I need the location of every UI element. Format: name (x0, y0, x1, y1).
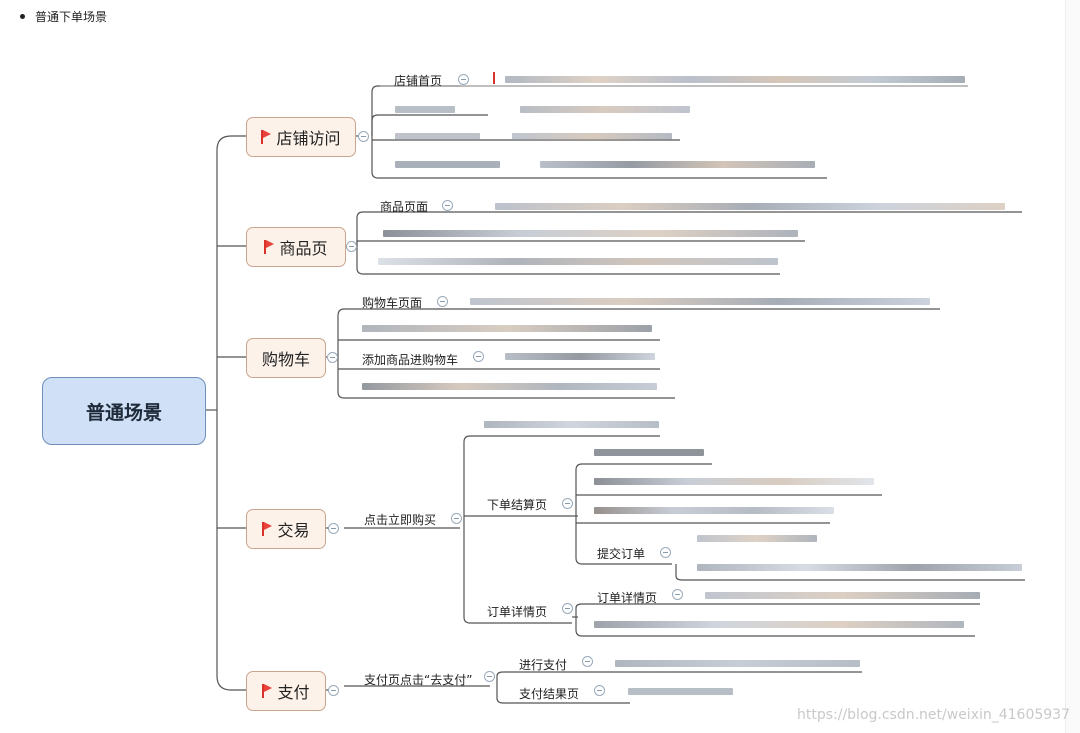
label-buy-now[interactable]: 点击立即购买 (364, 513, 437, 527)
branch-cart-label: 购物车 (261, 350, 310, 369)
label-checkout-page[interactable]: 下单结算页 (487, 498, 548, 512)
flag-icon (261, 130, 272, 144)
collapse-toggle-icon[interactable] (358, 131, 369, 142)
branch-trade-label: 交易 (277, 521, 310, 540)
collapse-toggle-icon[interactable] (346, 241, 357, 252)
collapse-toggle-icon[interactable] (458, 74, 469, 85)
collapse-toggle-icon[interactable] (562, 603, 573, 614)
scrollbar[interactable] (1065, 0, 1080, 733)
branch-trade[interactable]: 交易 (246, 509, 326, 549)
flag-icon (493, 72, 495, 84)
collapse-toggle-icon[interactable] (327, 352, 338, 363)
label-order-detail[interactable]: 订单详情页 (487, 605, 548, 619)
root-label: 普通场景 (85, 401, 162, 424)
label-product-page[interactable]: 商品页面 (380, 200, 429, 214)
collapse-toggle-icon[interactable] (451, 513, 462, 524)
branch-product-page[interactable]: 商品页 (246, 227, 346, 267)
label-cart-page[interactable]: 购物车页面 (362, 296, 423, 310)
collapse-toggle-icon[interactable] (473, 351, 484, 362)
collapse-toggle-icon[interactable] (437, 296, 448, 307)
root-node[interactable]: 普通场景 (42, 377, 206, 445)
label-add-to-cart[interactable]: 添加商品进购物车 (362, 353, 459, 367)
collapse-toggle-icon[interactable] (328, 523, 339, 534)
label-order-detail-page[interactable]: 订单详情页 (597, 591, 658, 605)
branch-pay-label: 支付 (277, 683, 310, 702)
collapse-toggle-icon[interactable] (442, 200, 453, 211)
branch-product-label: 商品页 (279, 239, 328, 258)
collapse-toggle-icon[interactable] (660, 547, 671, 558)
label-submit-order[interactable]: 提交订单 (597, 547, 646, 561)
flag-icon (262, 522, 273, 536)
collapse-toggle-icon[interactable] (328, 685, 339, 696)
bullet-icon (20, 14, 25, 19)
branch-shop-label: 店铺访问 (276, 129, 341, 148)
label-pay-click[interactable]: 支付页点击“去支付” (364, 673, 473, 687)
branch-shop-visit[interactable]: 店铺访问 (246, 117, 356, 157)
collapse-toggle-icon[interactable] (484, 671, 495, 682)
collapse-toggle-icon[interactable] (582, 656, 593, 667)
flag-icon (264, 240, 275, 254)
collapse-toggle-icon[interactable] (594, 685, 605, 696)
bullet-text: 普通下单场景 (35, 10, 108, 24)
bullet-item: 普通下单场景 (20, 8, 107, 25)
label-shop-home[interactable]: 店铺首页 (394, 74, 443, 88)
label-pay-result[interactable]: 支付结果页 (519, 687, 580, 701)
collapse-toggle-icon[interactable] (562, 498, 573, 509)
label-do-pay[interactable]: 进行支付 (519, 658, 568, 672)
branch-cart[interactable]: 购物车 (246, 338, 326, 378)
collapse-toggle-icon[interactable] (672, 589, 683, 600)
flag-icon (262, 684, 273, 698)
branch-pay[interactable]: 支付 (246, 671, 326, 711)
watermark: https://blog.csdn.net/weixin_41605937 (796, 707, 1070, 723)
